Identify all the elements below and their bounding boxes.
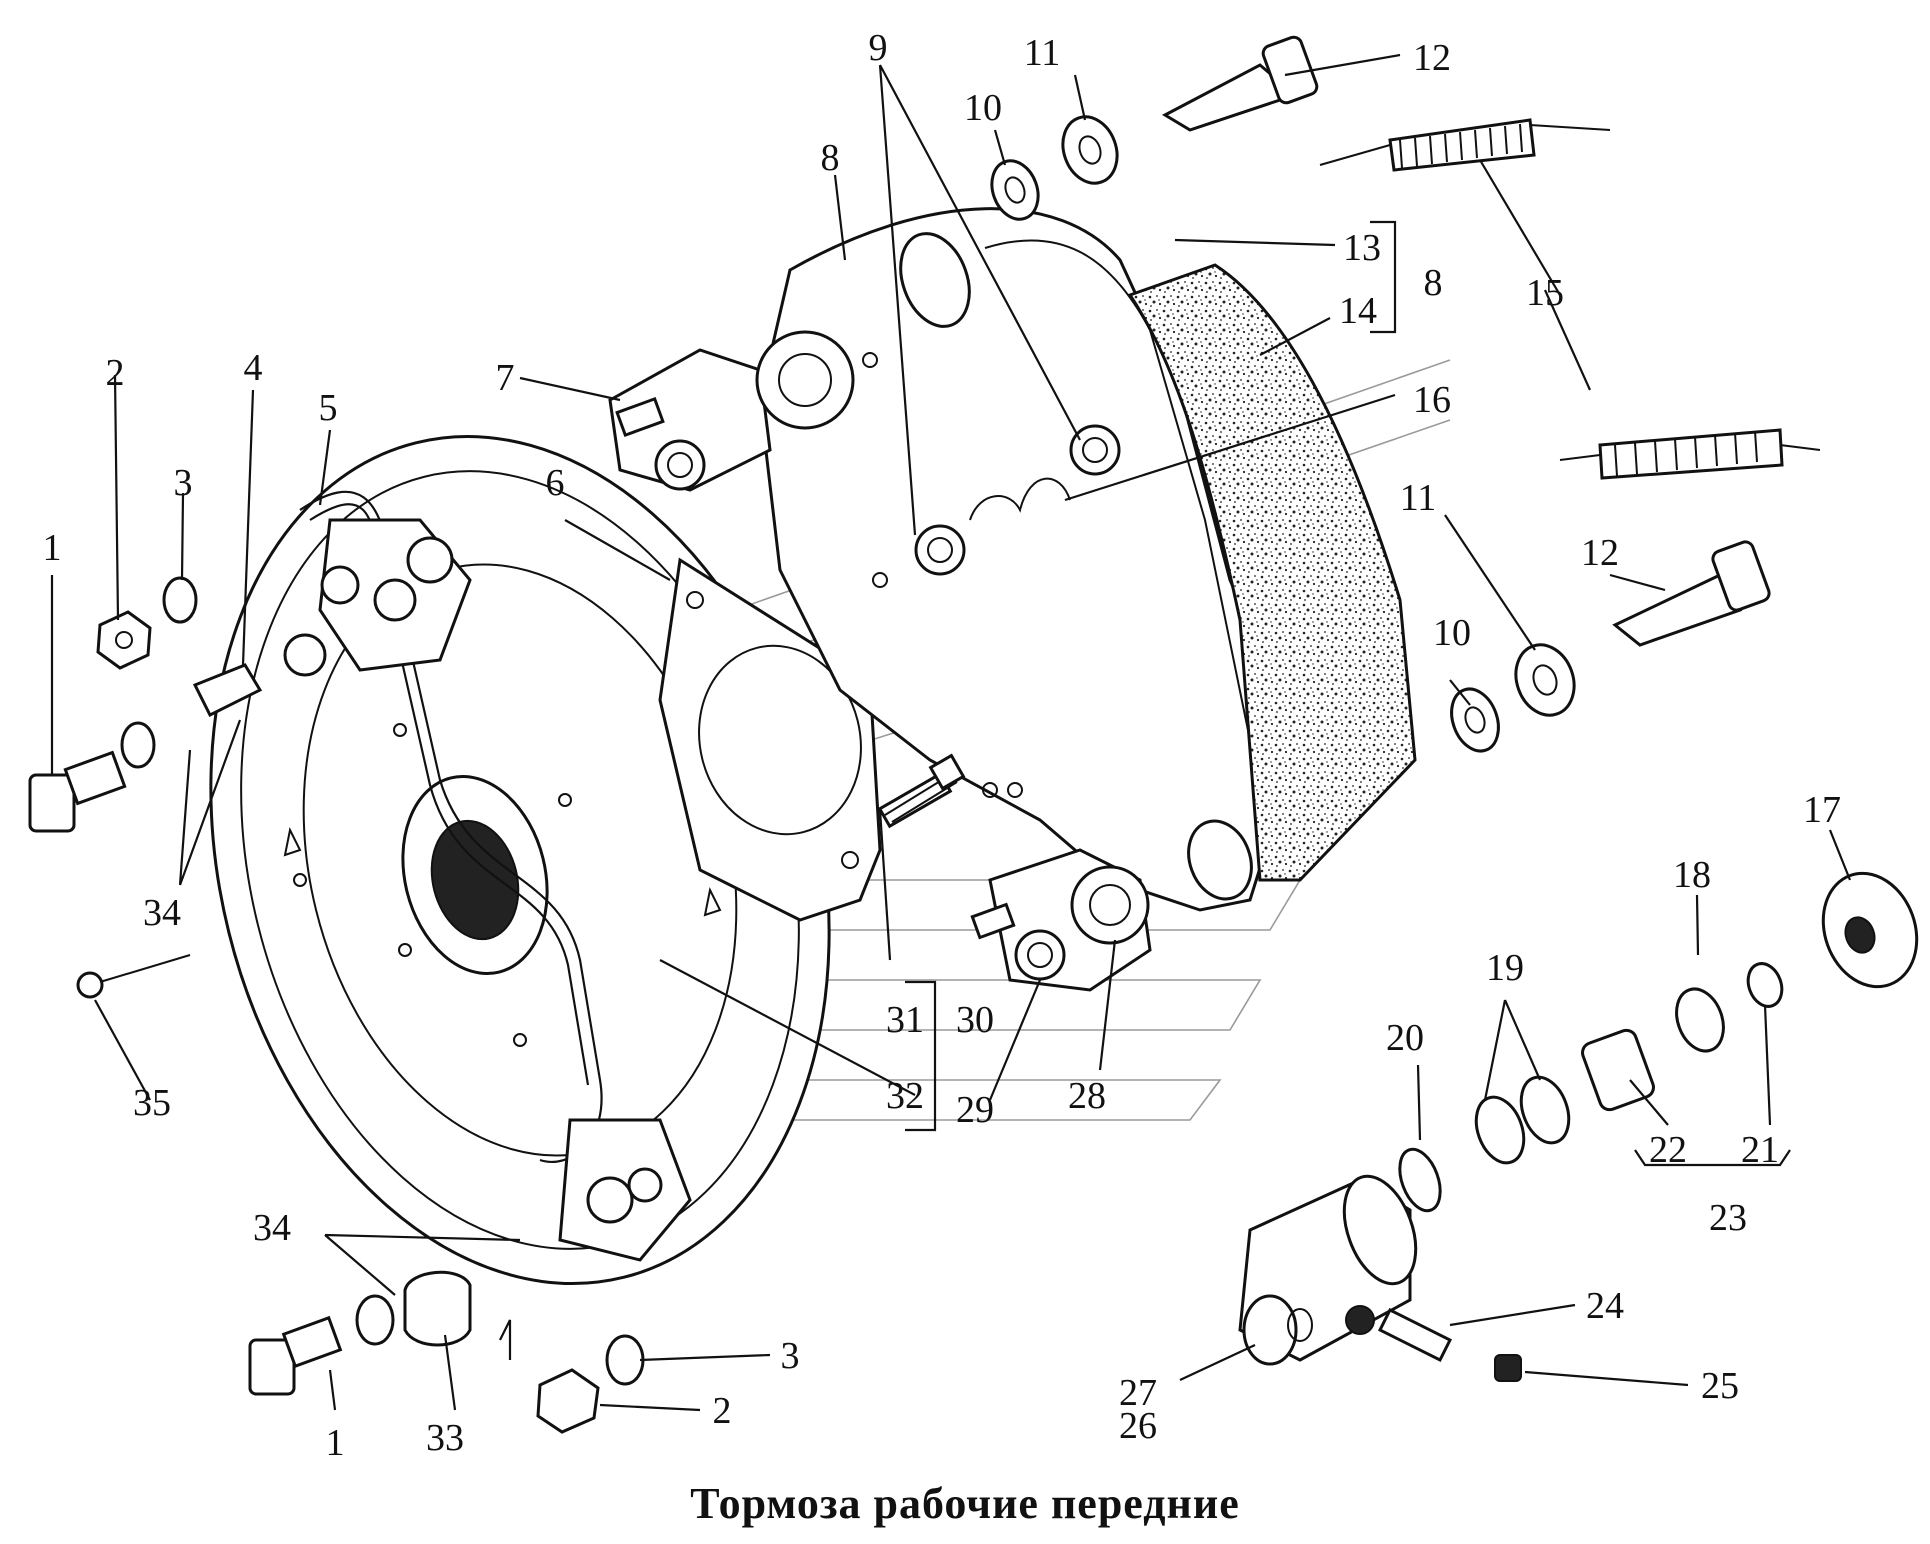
diagram-title: Тормоза рабочие передние bbox=[690, 1479, 1240, 1528]
callout-31: 31 bbox=[886, 999, 924, 1041]
callout-6: 6 bbox=[546, 462, 565, 504]
callout-9: 9 bbox=[869, 27, 888, 69]
callout-labels: 1 2 3 4 5 6 7 8 9 10 11 12 13 8 14 15 16… bbox=[43, 27, 1842, 1464]
callout-34-top: 34 bbox=[143, 892, 181, 934]
group-brackets bbox=[905, 220, 1791, 1167]
callout-1-top: 1 bbox=[43, 527, 62, 569]
callout-28: 28 bbox=[1068, 1075, 1106, 1117]
callout-27: 27 bbox=[1119, 1372, 1157, 1414]
callout-15: 15 bbox=[1526, 272, 1564, 314]
callout-26: 26 bbox=[1119, 1405, 1157, 1447]
callout-25: 25 bbox=[1701, 1365, 1739, 1407]
brake-shoe bbox=[758, 207, 1417, 912]
callout-1-bottom: 1 bbox=[326, 1422, 345, 1464]
callout-21: 21 bbox=[1741, 1129, 1779, 1171]
callout-34-bottom: 34 bbox=[253, 1207, 291, 1249]
callout-32: 32 bbox=[886, 1075, 924, 1117]
callout-20: 20 bbox=[1386, 1017, 1424, 1059]
callout-13: 13 bbox=[1343, 227, 1381, 269]
callout-29: 29 bbox=[956, 1089, 994, 1131]
return-springs bbox=[1319, 118, 1821, 480]
callout-3-bottom: 3 bbox=[781, 1335, 800, 1377]
wheel-cylinder bbox=[1238, 1174, 1522, 1382]
callout-35: 35 bbox=[133, 1082, 171, 1124]
callout-3-top: 3 bbox=[174, 462, 193, 504]
callout-24: 24 bbox=[1586, 1285, 1624, 1327]
callout-8-shoe: 8 bbox=[821, 137, 840, 179]
leader-lines bbox=[50, 53, 1852, 1412]
callout-10-right: 10 bbox=[1433, 612, 1471, 654]
shoe-axles bbox=[1161, 35, 1771, 647]
washers bbox=[990, 115, 1576, 753]
callout-10-top: 10 bbox=[964, 87, 1002, 129]
callout-16: 16 bbox=[1413, 379, 1451, 421]
callout-22: 22 bbox=[1649, 1129, 1687, 1171]
adjuster-bolt bbox=[877, 753, 966, 829]
lower-eccentric bbox=[970, 848, 1152, 992]
callout-33: 33 bbox=[426, 1417, 464, 1459]
eccentric-assembly bbox=[608, 330, 855, 492]
callout-5: 5 bbox=[319, 387, 338, 429]
callout-23: 23 bbox=[1709, 1197, 1747, 1239]
callout-12-right: 12 bbox=[1581, 532, 1619, 574]
left-fasteners bbox=[28, 576, 645, 1434]
callout-30: 30 bbox=[956, 999, 994, 1041]
callout-7: 7 bbox=[496, 357, 515, 399]
callout-19: 19 bbox=[1486, 947, 1524, 989]
callout-8-group: 8 bbox=[1424, 262, 1443, 304]
callout-18: 18 bbox=[1673, 854, 1711, 896]
callout-2-bottom: 2 bbox=[713, 1390, 732, 1432]
callout-11-top: 11 bbox=[1024, 32, 1061, 74]
callout-17: 17 bbox=[1803, 789, 1841, 831]
callout-14: 14 bbox=[1339, 290, 1377, 332]
callout-2-top: 2 bbox=[106, 352, 125, 394]
callout-12-top: 12 bbox=[1413, 37, 1451, 79]
callout-11-right: 11 bbox=[1400, 477, 1437, 519]
callout-4: 4 bbox=[244, 347, 263, 389]
cylinder-internals bbox=[1398, 871, 1919, 1213]
